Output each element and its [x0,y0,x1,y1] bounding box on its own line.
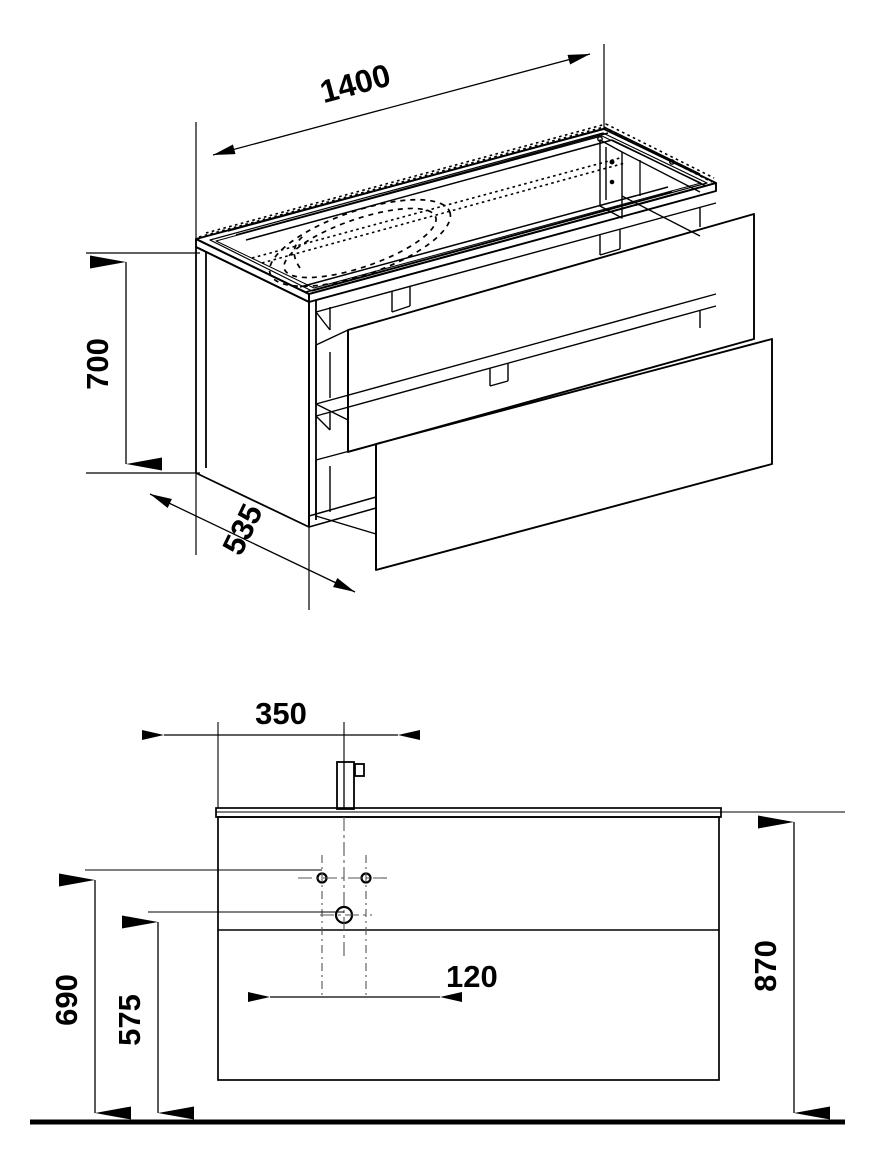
dimension-label-height: 700 [80,338,115,390]
middle-runner [315,293,717,431]
dimension-waste-height-575: 575 [112,915,194,1120]
cabinet-interior-rails [315,190,717,331]
front-extension-lines [85,811,845,913]
tap-hole-icon [336,761,365,810]
cabinet-back-panel [621,151,701,237]
dimension-label-fixing-height: 690 [49,974,84,1026]
lower-drawer-front [375,338,773,571]
dimension-label-waste-height: 575 [112,994,147,1046]
front-elevation-view [30,761,845,1125]
dimension-label-width: 1400 [316,57,394,110]
front-cabinet-body [217,816,720,1081]
wall-mounting-bracket [597,136,675,219]
dimension-fixing-height-690: 690 [49,873,131,1120]
isometric-view [195,123,773,571]
dimension-depth-535: 535 [149,473,356,610]
dimension-label-total-height: 870 [748,940,783,992]
dimension-height-700: 700 [80,252,200,474]
upper-drawer-box [315,329,349,421]
carcase-front-edge [308,300,317,527]
dimension-label-depth: 535 [215,498,269,560]
dimension-total-height-870: 870 [748,815,830,1120]
lower-drawer-box [315,443,377,535]
dimension-fixing-spacing-120: 120 [248,959,498,1002]
dimension-tap-offset-350: 350 [142,696,420,808]
dimension-label-fixing-spacing: 120 [446,959,498,994]
cabinet-bottom-rail [308,496,377,528]
upper-drawer-front [347,213,755,453]
front-countertop [215,807,722,818]
countertop-slab [195,128,717,303]
left-side-panel [195,246,310,528]
hidden-basin-outline [268,198,452,288]
dimension-label-tap-offset: 350 [255,696,307,731]
front-centre-lines [298,817,390,997]
